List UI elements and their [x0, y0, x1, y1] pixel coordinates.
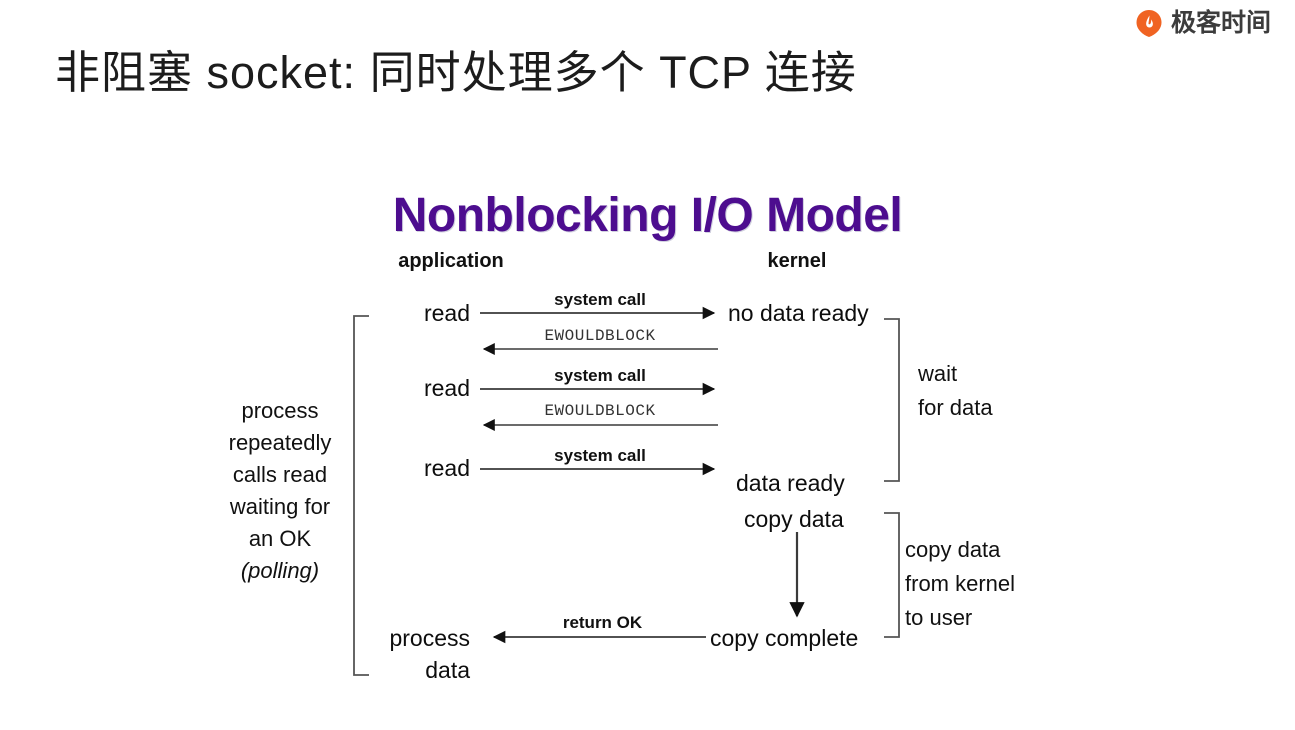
- arrow-label-ewouldblock-1: EWOULDBLOCK: [544, 327, 656, 345]
- annotation-polling-line-4: an OK: [248, 526, 312, 551]
- bracket-copy-from-kernel: [884, 512, 900, 638]
- page-title: 非阻塞 socket: 同时处理多个 TCP 连接: [55, 47, 857, 98]
- bracket-wait-for-data: [884, 318, 900, 482]
- annotation-polling-line-1: repeatedly: [228, 430, 332, 455]
- annotation-copy-line-1: from kernel: [905, 571, 1016, 596]
- annotation-polling-italic: (polling): [240, 558, 320, 583]
- arrow-label-ewouldblock-2: EWOULDBLOCK: [544, 402, 656, 420]
- node-process: process: [389, 625, 470, 651]
- node-read-3: read: [423, 455, 470, 481]
- annotation-polling-line-2: calls read: [232, 462, 328, 487]
- arrow-label-return-ok: return OK: [562, 613, 643, 632]
- brand-name: 极客时间: [1170, 8, 1271, 37]
- annotation-wait-line-1: for data: [918, 395, 993, 420]
- annotation-polling-line-0: process: [241, 398, 319, 423]
- arrow-label-system-call-1: system call: [554, 290, 646, 309]
- node-read-2: read: [423, 375, 470, 401]
- node-copy-complete: copy complete: [710, 625, 859, 651]
- annotation-copy-from-kernel: copy data from kernel to user: [905, 533, 1095, 635]
- node-process-data: data: [425, 657, 470, 683]
- annotation-copy-line-0: copy data: [905, 537, 1001, 562]
- annotation-polling-line-3: waiting for: [229, 494, 331, 519]
- brand-logo: 极客时间: [1134, 8, 1271, 38]
- annotation-copy-line-2: to user: [905, 605, 973, 630]
- column-header-application: application: [398, 250, 504, 272]
- annotation-wait-line-0: wait: [918, 361, 958, 386]
- node-no-data-ready: no data ready: [728, 300, 869, 326]
- annotation-polling: process repeatedly calls read waiting fo…: [196, 395, 364, 587]
- diagram-title: Nonblocking I/O Model: [392, 189, 903, 242]
- node-read-1: read: [423, 300, 470, 326]
- geektime-flame-circle-icon: [1134, 8, 1164, 38]
- node-data-ready: data ready: [736, 470, 845, 496]
- arrow-label-system-call-3: system call: [554, 446, 646, 465]
- column-header-kernel: kernel: [767, 250, 827, 272]
- arrow-label-system-call-2: system call: [554, 366, 646, 385]
- annotation-wait-for-data: wait for data: [918, 357, 1088, 425]
- node-copy-data: copy data: [744, 506, 844, 532]
